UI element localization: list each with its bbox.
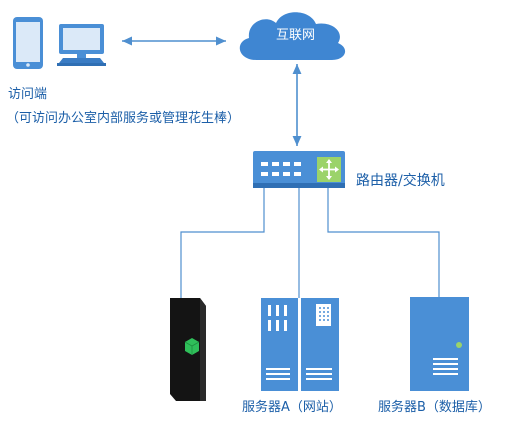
computer-icon <box>57 24 106 66</box>
server-b-icon <box>410 297 469 391</box>
server-b-label: 服务器B（数据库） <box>378 400 491 415</box>
client-label: 访问端 <box>8 87 48 102</box>
black-server-icon <box>170 298 206 401</box>
internet-cloud-icon <box>239 12 346 60</box>
router-connections <box>180 188 440 298</box>
phone-icon <box>13 17 43 69</box>
server-a-label: 服务器A（网站） <box>242 400 342 415</box>
client-note: （可访问办公室内部服务或管理花生棒） <box>6 111 241 126</box>
router-label: 路由器/交换机 <box>356 173 445 189</box>
router-switch-icon <box>253 151 345 188</box>
internet-label: 互联网 <box>276 28 316 43</box>
server-a-icon <box>261 298 339 391</box>
